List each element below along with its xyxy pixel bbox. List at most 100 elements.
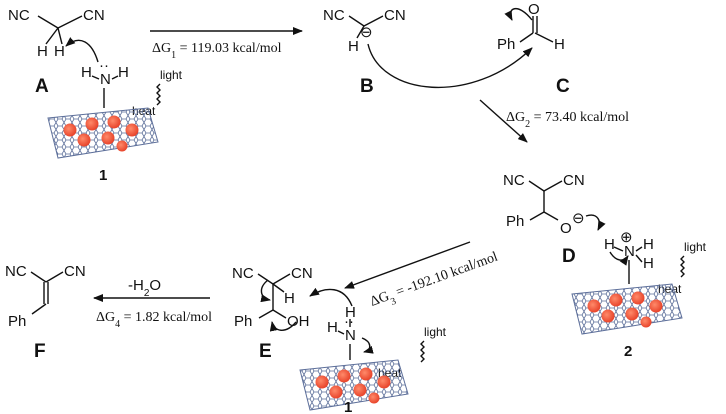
a-right-group: CN [83,7,105,24]
cat3-curved-arrow-top [309,287,353,307]
a-bond-h1 [45,27,59,45]
cat3-light-wave [420,340,425,363]
cat3-h-left: H [327,319,338,336]
arrow-d-to-e [344,241,471,289]
cat2-sheet [571,283,683,335]
cat2-number: 2 [624,343,632,360]
catalyst-bottom: H N ·· H light heat 1 [299,287,447,414]
cat2-h-left: H [604,236,615,253]
dg3-label: ΔG3 = -192.10 kcal/mol [368,250,501,314]
catalyst-protonated: H N ⊕ H H light heat 2 [571,229,707,360]
dg2-label: ΔG2 = 73.40 kcal/mol [506,110,629,130]
cat3-number: 1 [344,399,352,414]
cat3-bond-hl [337,330,345,335]
cat1-h-right: H [118,64,129,81]
b-right-group: CN [384,7,406,24]
e-curved-arrow-2 [269,321,297,332]
cat2-light: light [684,240,707,254]
cat1-light: light [160,68,183,82]
b-bond-right [363,15,384,27]
e-bond-right [272,273,291,285]
b-bond-left [348,15,365,27]
cat2-bond-hl [613,246,624,252]
f-bond-left [30,271,47,283]
species-f: NC CN Ph F [5,263,86,362]
species-a: NC CN H H A [8,7,105,97]
a-bond-right [57,15,83,29]
f-label: F [34,341,46,362]
cat2-curved-arrow [609,251,629,266]
f-right-group: CN [64,263,86,280]
cat1-bond-hr [111,75,119,80]
d-curved-arrow [585,214,606,231]
b-bond-h [356,25,365,39]
cat2-n: N [624,243,635,260]
a-bond-left [37,15,59,29]
species-c: Ph O H C [497,1,570,97]
a-label: A [35,76,49,97]
b-left-group: NC [323,7,345,24]
d-o: O [560,220,572,237]
e-curved-arrow-1 [260,279,271,303]
cat2-bond-hr [635,246,643,252]
e-label: E [259,341,272,362]
b-attack-arrow [367,43,533,88]
cat3-lone-pair: ·· [344,313,354,330]
e-ph: Ph [234,313,252,330]
d-label: D [562,246,576,267]
d-right-group: CN [563,172,585,189]
b-label: B [360,76,374,97]
f-left-group: NC [5,263,27,280]
species-b: NC CN H ⊖ B [323,7,533,97]
a-curved-arrow [65,37,99,63]
a-h2: H [54,43,65,60]
cat2-plus: ⊕ [620,229,633,246]
catalyst-top: H N ·· H light heat 1 [47,37,183,184]
c-curved-arrow [504,8,533,21]
water-loss-label: -H2O [128,277,161,299]
e-bond-ph [258,309,274,319]
c-h: H [554,36,565,53]
cat3-sheet [299,359,409,411]
f-bond-ph [31,303,47,315]
cat3-light: light [424,325,447,339]
cat1-lone-pair: ·· [99,57,109,74]
cat1-bond-hl [91,75,100,80]
cat2-light-wave [680,255,685,278]
d-left-group: NC [503,172,525,189]
cat1-number: 1 [99,167,107,184]
c-bond-h [534,32,554,43]
d-bond-right [543,180,563,192]
e-bond-oh [272,309,287,319]
e-left-group: NC [232,265,254,282]
arrow-b-to-d [479,99,528,143]
e-bond-left [257,273,274,285]
cat1-sheet [47,107,159,159]
cat3-h-top: H [345,304,356,321]
cat1-light-wave [156,83,161,106]
c-bond-ph [519,32,534,43]
species-e: NC CN H Ph OH E [232,265,313,362]
f-ph: Ph [8,313,26,330]
cat2-bond-hb [635,254,643,263]
dg1-label: ΔG1 = 119.03 kcal/mol [152,41,282,61]
cat3-n: N [345,327,356,344]
c-ph: Ph [497,36,515,53]
e-bond-h [272,283,285,293]
b-charge: ⊖ [360,24,373,41]
a-bond-h2 [57,27,63,45]
d-ph: Ph [506,213,524,230]
cat2-h-bottom: H [643,255,654,272]
e-h: H [284,290,295,307]
d-bond-o [543,211,559,221]
cat1-h-left: H [81,64,92,81]
dg4-label: ΔG4 = 1.82 kcal/mol [96,310,212,330]
species-d: NC CN Ph O ⊖ D [503,172,606,267]
e-right-group: CN [291,265,313,282]
a-h1: H [37,43,48,60]
cat2-h-right: H [643,236,654,253]
a-left-group: NC [8,7,30,24]
c-o: O [528,1,540,18]
